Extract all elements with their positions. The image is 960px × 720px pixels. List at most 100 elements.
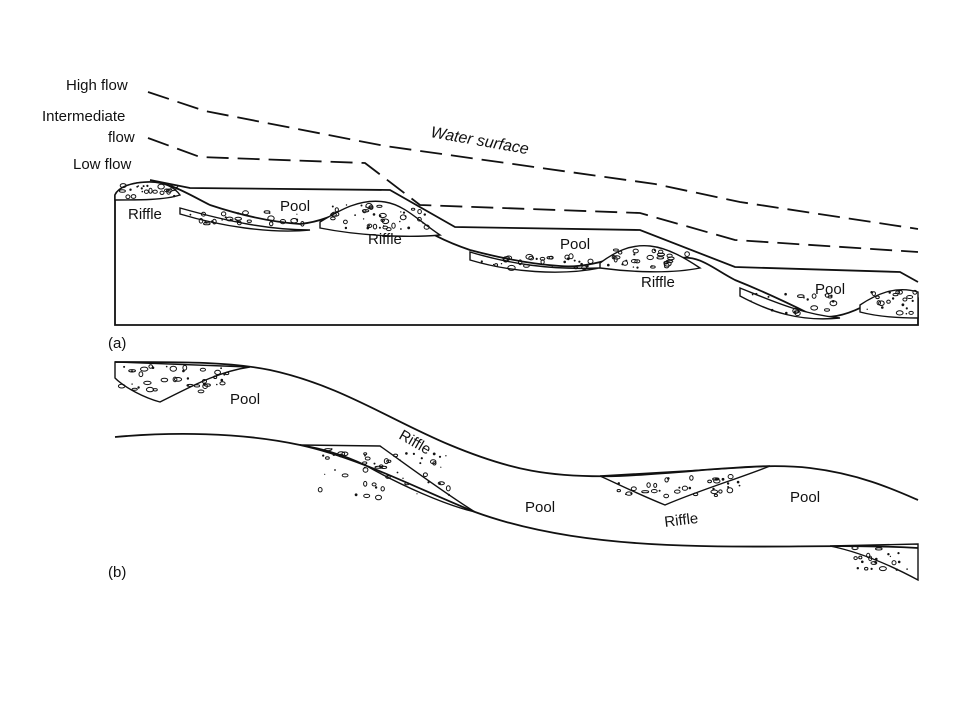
pebble <box>417 216 422 222</box>
pebble <box>523 264 530 268</box>
pebble <box>224 371 230 376</box>
sand-grain <box>402 477 404 479</box>
pebble <box>505 255 513 261</box>
pebble <box>341 451 349 457</box>
pebble <box>430 459 437 465</box>
sand-grain <box>362 218 365 220</box>
sand-grain <box>438 482 441 485</box>
sand-grain <box>331 205 334 208</box>
intermediate-flow-line <box>147 137 919 253</box>
pebble <box>829 300 838 307</box>
sand-grain <box>366 226 370 230</box>
sand-grain <box>399 220 401 223</box>
pebble <box>494 263 499 267</box>
high-flow-line <box>147 91 919 230</box>
sand-grain <box>368 224 370 227</box>
pebble <box>386 459 392 463</box>
pebble <box>290 218 299 224</box>
riffle-label-b2: Riffle <box>663 510 699 531</box>
pebble <box>213 375 218 380</box>
pool-label-b3: Pool <box>790 489 820 506</box>
sand-grain <box>607 263 610 267</box>
intermediate-flow-label-line1: Intermediate <box>42 108 125 125</box>
pebble <box>170 186 177 192</box>
pebble <box>173 377 183 382</box>
pebble <box>330 216 336 221</box>
sand-grain <box>901 303 905 307</box>
panel-a-profile: High flow Intermediate flow Low flow Wat… <box>42 77 919 352</box>
pebble <box>681 485 689 491</box>
pebble <box>656 256 665 260</box>
pebble <box>727 474 734 480</box>
sand-grain <box>617 482 620 485</box>
sand-grain <box>189 213 192 216</box>
sand-grain <box>678 486 681 489</box>
pebble <box>692 492 699 497</box>
pebble <box>246 219 252 223</box>
sand-grain <box>621 263 624 266</box>
pebble <box>646 482 651 488</box>
channel-bed-profile <box>114 181 919 326</box>
low-flow-line <box>149 179 919 283</box>
pool-label-b2: Pool <box>525 499 555 516</box>
pebble <box>811 293 817 299</box>
pebble <box>330 212 337 217</box>
sand-grain <box>717 478 719 480</box>
pebble <box>362 209 367 214</box>
sand-grain <box>767 295 770 298</box>
sand-grain <box>897 560 901 564</box>
sand-grain <box>186 377 190 380</box>
pebble <box>546 256 554 260</box>
pebble <box>653 482 658 488</box>
sand-grain <box>334 469 336 471</box>
pebble <box>368 204 374 210</box>
pebble <box>143 189 149 194</box>
pebble <box>663 261 672 267</box>
sand-grain <box>535 257 538 260</box>
sand-grain <box>419 462 422 465</box>
sand-grain <box>897 552 900 555</box>
sand-grain <box>586 265 589 268</box>
pebble <box>507 264 516 271</box>
pebble <box>797 294 805 299</box>
sand-grain <box>432 452 436 456</box>
pebble <box>279 219 287 225</box>
sand-grain <box>578 260 581 263</box>
sand-grain <box>551 265 553 267</box>
sand-grain <box>888 291 891 294</box>
pebble <box>148 187 153 194</box>
sand-grain <box>736 480 740 484</box>
pebble <box>895 310 904 316</box>
pebble <box>641 490 650 494</box>
pebble <box>199 367 206 372</box>
sand-grain <box>636 266 639 269</box>
sand-grain <box>905 312 908 315</box>
sand-grain <box>566 257 570 261</box>
sand-grain <box>824 294 827 296</box>
pebble <box>131 387 138 391</box>
pebble <box>651 248 657 254</box>
pebble <box>710 489 719 495</box>
sand-grain <box>363 466 366 469</box>
pebble <box>363 452 368 456</box>
pool-label-a1: Pool <box>280 198 310 215</box>
sand-grain <box>905 307 908 310</box>
sand-grain <box>396 471 399 474</box>
sand-grain <box>173 194 176 198</box>
sand-grain <box>738 484 741 487</box>
pebble <box>912 289 918 295</box>
pebble <box>878 300 885 307</box>
pebble <box>824 308 830 312</box>
sand-grain <box>911 299 914 302</box>
sand-grain <box>653 249 656 252</box>
sand-grain <box>151 366 155 370</box>
pebble <box>391 222 396 229</box>
pebble <box>366 223 373 229</box>
pebble <box>810 305 819 311</box>
pebble <box>341 473 349 478</box>
sand-grain <box>715 477 718 481</box>
sand-grain <box>861 560 864 564</box>
pebble <box>866 552 871 559</box>
riffle-gravel-a <box>114 181 919 320</box>
